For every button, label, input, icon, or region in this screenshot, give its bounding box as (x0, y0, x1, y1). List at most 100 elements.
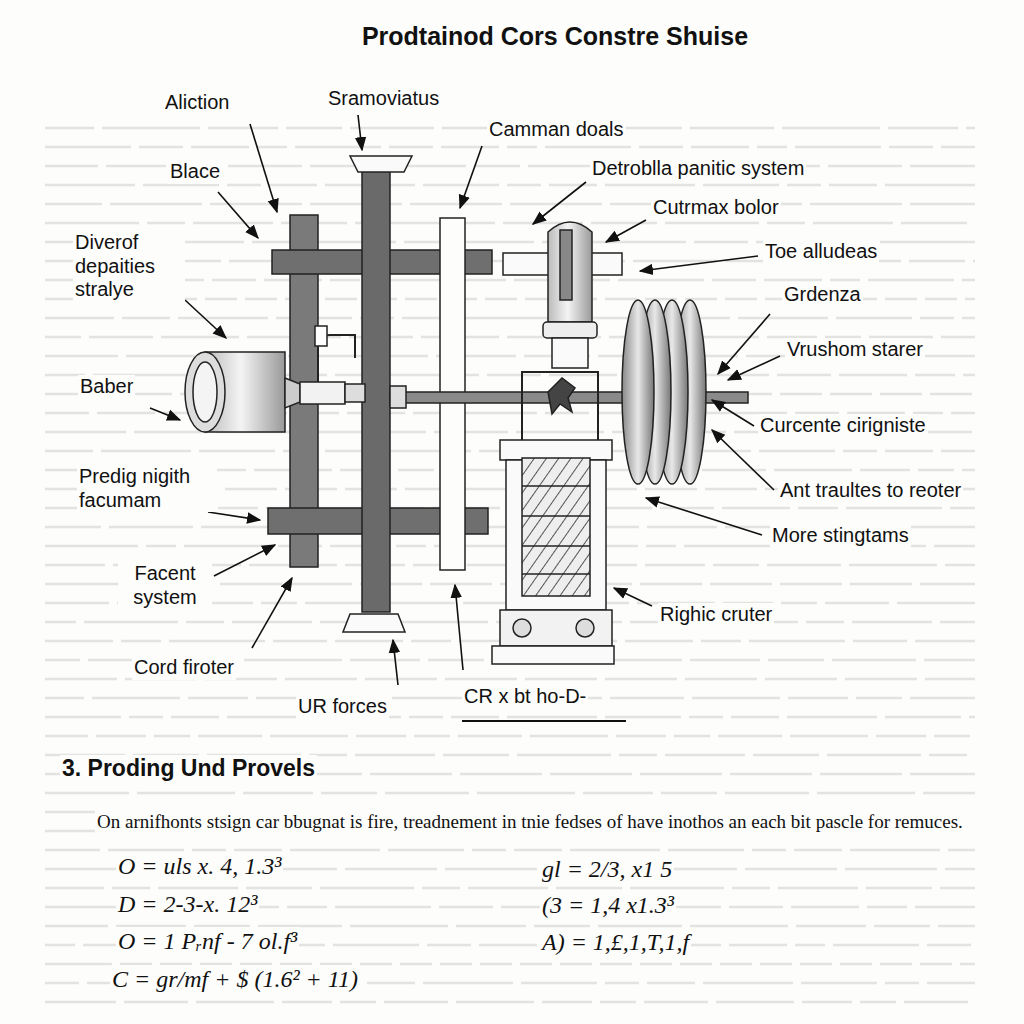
background-text-texture-part (705, 488, 757, 491)
background-text-texture-part (400, 963, 432, 966)
background-text-texture-part (45, 697, 84, 700)
background-text-texture-part (147, 222, 185, 225)
background-text-texture-part (556, 887, 622, 890)
background-text-texture-part (600, 1001, 636, 1004)
background-text-texture-part (618, 279, 704, 282)
background-text-texture-part (924, 659, 975, 662)
background-text-texture-part (880, 393, 922, 396)
background-text-texture-part (530, 735, 608, 738)
piston-column-part (548, 378, 575, 414)
background-text-texture-part (827, 754, 921, 757)
background-text-texture-part (252, 241, 292, 244)
background-text-texture-part (888, 127, 958, 130)
background-text-texture-part (134, 431, 208, 434)
background-text-texture-part (227, 184, 261, 187)
background-text-texture-part (880, 241, 975, 244)
background-text-texture-part (507, 146, 537, 149)
background-text-texture-part (84, 621, 178, 624)
background-text-texture-part (411, 640, 451, 643)
background-text-texture-part (644, 1001, 708, 1004)
background-text-texture-part (462, 279, 506, 282)
background-text-texture-part (665, 222, 759, 225)
background-text-texture-part (350, 925, 448, 928)
background-text-texture-part (691, 146, 749, 149)
background-text-texture-part (867, 906, 907, 909)
housing (492, 440, 614, 664)
background-text-texture-part (625, 640, 693, 643)
background-text-texture-part (910, 697, 975, 700)
background-text-texture-part (176, 241, 244, 244)
background-text-texture-part (927, 944, 971, 947)
background-text-texture-part (108, 849, 184, 852)
background-text-texture-part (915, 374, 955, 377)
background-text-texture-part (730, 773, 812, 776)
background-text-texture-part (441, 146, 499, 149)
background-text-texture-part (590, 241, 686, 244)
background-text-texture-part (680, 963, 712, 966)
housing-part (576, 619, 594, 637)
background-text-texture-part (825, 602, 889, 605)
background-text-texture-part (129, 716, 163, 719)
background-text-texture-part (205, 298, 237, 301)
background-text-texture-part (367, 982, 415, 985)
background-text-texture-part (716, 1001, 794, 1004)
background-text-texture-part (122, 317, 170, 320)
part-label: Cord firoter (132, 656, 236, 680)
background-text-texture-part (941, 146, 975, 149)
background-text-texture-part (45, 450, 93, 453)
background-text-texture-part (320, 887, 414, 890)
background-text-texture-part (45, 431, 126, 434)
background-text-texture-part (45, 925, 108, 928)
background-text-texture-part (701, 640, 741, 643)
background-text-texture-part (146, 545, 176, 548)
background-text-texture-part (813, 222, 893, 225)
part-label: More stingtams (770, 524, 911, 548)
background-text-texture-part (456, 1001, 534, 1004)
background-text-texture-part (880, 963, 912, 966)
background-text-texture-part (940, 887, 975, 890)
background-text-texture-part (423, 982, 513, 985)
background-text-texture-part (781, 602, 817, 605)
background-text-texture-part (759, 450, 835, 453)
background-text-texture-part (810, 203, 902, 206)
part-label: Baber (78, 375, 135, 399)
background-text-texture-part (960, 963, 975, 966)
part-label: Facent system (118, 562, 212, 609)
background-text-texture-part (791, 906, 859, 909)
background-text-texture-part (646, 545, 676, 548)
leader-lines-part (250, 124, 277, 212)
background-text-texture-part (945, 564, 975, 567)
background-text-texture-part (745, 868, 837, 871)
background-text-texture-part (234, 849, 282, 852)
background-text-texture-part (139, 146, 183, 149)
equation: gl = 2/3, x1 5 (540, 855, 674, 883)
background-text-texture-part (639, 146, 683, 149)
background-text-texture-part (920, 963, 952, 966)
leader-lines-part (614, 588, 652, 606)
background-text-texture-part (186, 621, 224, 624)
background-text-texture-part (305, 602, 369, 605)
housing-part (492, 646, 614, 664)
background-text-texture-part (406, 165, 466, 168)
paragraph: On arnifhonts stsign car bbugnat is fire… (95, 810, 975, 835)
background-text-texture-part (350, 127, 434, 130)
background-text-texture-part (874, 925, 930, 928)
housing-part (522, 573, 590, 575)
background-text-texture-part (690, 659, 760, 662)
leader-lines-part (208, 512, 260, 520)
title-text: Prodtainod Cors Constre Shuise (359, 22, 751, 50)
background-text-texture-part (694, 241, 748, 244)
background-text-texture-part (640, 583, 702, 586)
background-text-texture-part (767, 222, 805, 225)
background-text-texture-part (270, 735, 348, 738)
background-text-texture-part (725, 792, 809, 795)
background-text-texture-part (889, 146, 933, 149)
leader-lines-part (358, 115, 362, 150)
housing-part (522, 458, 590, 596)
left-cylinder-part (193, 362, 217, 422)
background-text-texture-part (191, 146, 249, 149)
background-text-texture-part (820, 773, 902, 776)
background-text-texture-part (925, 298, 957, 301)
background-text-texture-part (188, 697, 248, 700)
part-label: Righic cruter (658, 603, 774, 627)
